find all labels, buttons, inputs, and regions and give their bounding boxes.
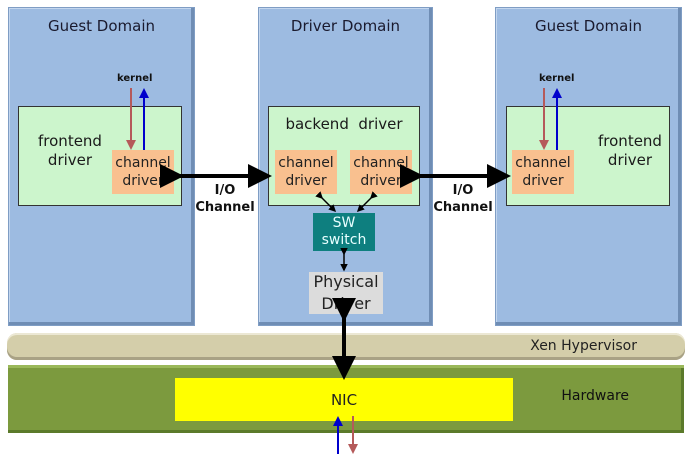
channel-switch-arrow-right	[356, 191, 378, 213]
driver-domain-title: Driver Domain	[290, 17, 401, 35]
hardware-label: Hardware	[561, 388, 629, 404]
kernel-label-right: kernel	[539, 73, 575, 84]
frontend-driver-right-label: frontend driver	[598, 132, 662, 169]
sw-switch: SW switch	[313, 213, 375, 251]
backend-driver-label: backend driver	[285, 115, 403, 133]
xen-hypervisor-label: Xen Hypervisor	[530, 338, 637, 354]
guest-domain-right-title: Guest Domain	[534, 17, 643, 35]
frontend-driver-left-label: frontend driver	[38, 132, 102, 169]
nic-box: NIC	[175, 378, 513, 421]
guest-domain-left-title: Guest Domain	[47, 17, 156, 35]
kernel-label-left: kernel	[117, 73, 153, 84]
channel-driver-right: channel driver	[512, 150, 574, 194]
channel-driver-center-left: channel driver	[275, 150, 337, 194]
channel-switch-arrow-left	[315, 191, 337, 213]
